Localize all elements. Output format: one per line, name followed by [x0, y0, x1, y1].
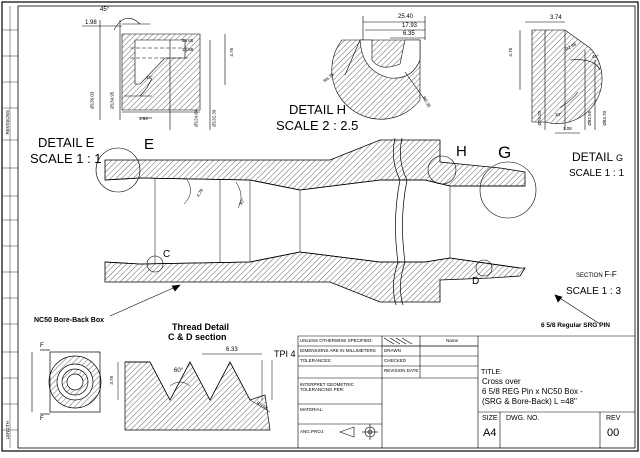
dim-tl-7: Ø136.03: [89, 91, 95, 109]
dim-tl-10: Ø132.39: [211, 109, 217, 127]
tb-title-line-1: 6 5/8 REG Pin x NC50 Box -: [482, 387, 583, 396]
section-view: [104, 137, 526, 306]
tb-title-label: TITLE:: [481, 369, 503, 376]
dim-tl-9: Ø124.64: [193, 109, 199, 127]
section-ff-title: SECTION F-F: [576, 270, 617, 280]
tb-row-2: TOLERANCES:: [300, 358, 332, 363]
tb-row-1: DIMENSIONS ARE IN MILLIMETERS: [300, 348, 376, 353]
dim-tl-2: 25.65: [182, 38, 194, 43]
detail-g-title: DETAIL G: [572, 150, 624, 164]
tb-rev-label: REV: [606, 415, 621, 422]
tb-dwg-label: DWG. NO.: [506, 415, 540, 422]
detail-h-marker: H: [456, 143, 467, 160]
detail-circles: [95, 147, 537, 277]
tb-row-4: MATERIAL:: [300, 407, 324, 412]
dim-tc-0: 25.40: [398, 14, 414, 20]
detail-h-view: [331, 16, 426, 120]
dim-tc-2: 6.35: [403, 31, 415, 37]
tb-row-0: UNLESS OTHERWISE SPECIFIED:: [300, 338, 373, 343]
tb-rev-value: 00: [607, 427, 620, 439]
dim-tl-1: 1.98: [85, 20, 97, 26]
dim-tr-0: 3.74: [550, 15, 562, 21]
section-f-view: [31, 349, 102, 415]
dim-tl-8: Ø134.95: [109, 91, 115, 109]
dim-tl-3: 15.88: [182, 47, 194, 52]
pin-label: 6 5/8 Regular SRG PIN: [541, 322, 610, 329]
tb-name-header: Name: [446, 338, 459, 343]
detail-g-scale: SCALE 1 : 1: [569, 168, 625, 179]
detail-h-scale: SCALE 2 : 2.5: [276, 118, 359, 133]
revision-strip: [3, 6, 18, 448]
dim-tr-3: 10°: [555, 112, 562, 117]
tb-row-5: ANG.PROJ.: [300, 429, 325, 434]
detail-h-title: DETAIL H: [289, 102, 347, 117]
tb-drawn: DRAWN: [384, 348, 401, 353]
tb-size-label: SIZE: [482, 415, 498, 422]
dim-tr-1: 4.76: [508, 47, 514, 57]
tpi-label: TPI 4: [274, 349, 296, 359]
detail-g-view: [519, 21, 603, 134]
detail-e-title: DETAIL E: [38, 135, 95, 150]
dim-tr-6: Ø82.55: [587, 110, 593, 126]
dim-tl-6: 4.76: [229, 47, 235, 57]
dim-tr-2: 45°: [592, 54, 599, 59]
title-block-frame: [297, 335, 635, 448]
marker-d: D: [472, 276, 480, 287]
detail-e-marker: E: [144, 136, 155, 153]
detail-g-marker: G: [498, 143, 512, 162]
thread-detail-subtitle: C & D section: [168, 332, 227, 342]
thread-detail-view: [117, 353, 273, 431]
detail-e-view: [82, 17, 226, 130]
dim-thread-0: 6.33: [226, 347, 238, 353]
box-label: NC50 Bore-Back Box: [34, 317, 105, 324]
tb-revision-date: REVISION DATE: [384, 368, 419, 373]
dim-tr-4: 1.08: [563, 126, 572, 131]
dim-tl-4: 45°: [146, 75, 153, 80]
leader-arrows: [109, 284, 601, 325]
tb-title-line-0: Cross over: [482, 377, 521, 386]
revision-strip-bottom: LENGTH: [4, 421, 10, 440]
section-f-top: F: [40, 343, 44, 349]
dim-tr-7: Ø84.70: [602, 110, 608, 126]
dim-tr-5: Ø76.20: [537, 110, 543, 126]
thread-detail-title: Thread Detail: [172, 322, 230, 332]
tb-size-value: A4: [483, 427, 497, 439]
revision-strip-label: REVISIONS: [5, 109, 11, 135]
tb-title-line-2: (SRG & Bore-Back) L =48": [482, 397, 577, 406]
main-view-angles: [183, 177, 242, 209]
dim-thread-1: 60°: [174, 368, 184, 374]
dim-tl-5: 0.54: [139, 116, 148, 121]
section-f-bottom: F: [40, 416, 44, 422]
dim-thread-2: 3.76: [109, 375, 115, 385]
inner-border: [17, 5, 636, 449]
dim-tc-1: 17.93: [402, 23, 418, 29]
detail-e-scale: SCALE 1 : 1: [30, 151, 102, 166]
marker-c: C: [163, 249, 171, 260]
section-ff-scale: SCALE 1 : 3: [566, 286, 622, 297]
tb-row-3: INTERPRET GEOMETRIC TOLERANCING PER:: [300, 382, 354, 393]
dim-tl-angle: 45°: [100, 7, 110, 13]
tb-checked: CHECKED: [384, 358, 407, 363]
